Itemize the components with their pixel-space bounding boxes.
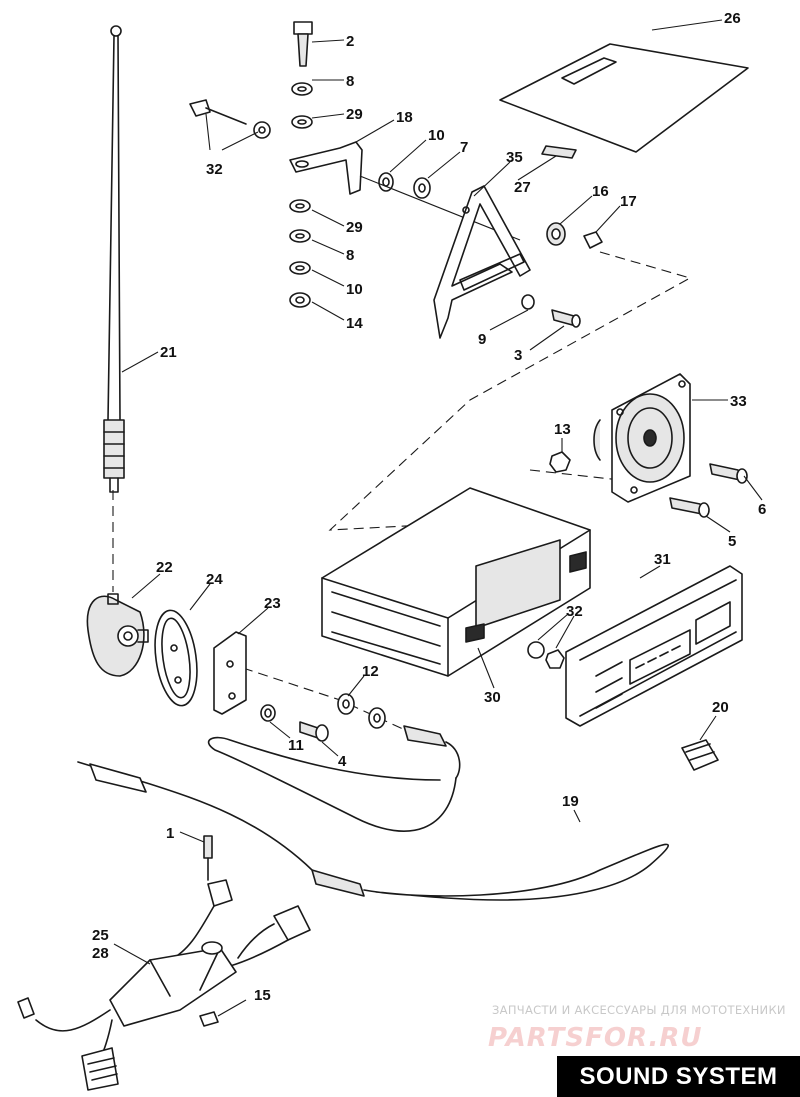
callout-21: 21 xyxy=(160,344,177,361)
watermark-logo: PARTSFOR.RU xyxy=(488,1023,702,1053)
callout-32: 32 xyxy=(206,161,223,178)
callout-17: 17 xyxy=(620,193,637,210)
face-plate xyxy=(565,565,743,727)
callout-8: 8 xyxy=(346,73,354,90)
callout-32: 32 xyxy=(566,603,583,620)
callout-29: 29 xyxy=(346,106,363,123)
callout-8: 8 xyxy=(346,247,354,264)
watermark: ЗАПЧАСТИ И АКСЕССУАРЫ ДЛЯ МОТОТЕХНИКИ PA… xyxy=(488,1003,786,1053)
callout-15: 15 xyxy=(254,987,271,1004)
callout-28: 28 xyxy=(92,945,109,962)
callout-9: 9 xyxy=(478,331,486,348)
callout-27: 27 xyxy=(514,179,531,196)
antenna-cable xyxy=(77,725,670,901)
bracket-washers xyxy=(359,172,521,241)
callout-19: 19 xyxy=(562,793,579,810)
callout-1: 1 xyxy=(166,825,174,842)
callout-33: 33 xyxy=(730,393,747,410)
speaker-fasteners xyxy=(549,451,748,518)
antenna-mast xyxy=(103,25,125,493)
section-title: SOUND SYSTEM xyxy=(557,1056,800,1097)
cover-plate xyxy=(499,43,749,159)
callout-4: 4 xyxy=(338,753,347,770)
bracket-bolt-assembly xyxy=(189,21,363,195)
callout-22: 22 xyxy=(156,559,173,576)
callout-23: 23 xyxy=(264,595,281,612)
grommet-spacer xyxy=(546,222,603,249)
section-title-text: SOUND SYSTEM xyxy=(579,1062,778,1090)
callout-35: 35 xyxy=(506,149,523,166)
mounting-bracket xyxy=(433,185,581,339)
callout-30: 30 xyxy=(484,689,501,706)
wiring-harness xyxy=(17,835,311,1091)
speaker xyxy=(593,373,691,503)
callout-20: 20 xyxy=(712,699,729,716)
callout-12: 12 xyxy=(362,663,379,680)
leader-lines xyxy=(113,19,763,1017)
callout-10: 10 xyxy=(346,281,363,298)
callout-labels: 2 8 29 32 18 10 7 35 26 27 16 17 29 8 10… xyxy=(92,10,766,1004)
washer-stack xyxy=(289,199,311,308)
callout-6: 6 xyxy=(758,501,766,518)
antenna-fasteners xyxy=(260,693,386,742)
antenna-base xyxy=(86,593,149,677)
callout-29: 29 xyxy=(346,219,363,236)
mounting-plate xyxy=(213,631,247,715)
callout-10: 10 xyxy=(428,127,445,144)
connector xyxy=(681,739,719,771)
callout-5: 5 xyxy=(728,533,736,550)
callout-14: 14 xyxy=(346,315,363,332)
callout-2: 2 xyxy=(346,33,354,50)
callout-24: 24 xyxy=(206,571,223,588)
callout-16: 16 xyxy=(592,183,609,200)
gasket xyxy=(154,609,198,707)
callout-31: 31 xyxy=(654,551,671,568)
callout-11: 11 xyxy=(288,737,304,754)
callout-7: 7 xyxy=(460,139,468,156)
radio-unit xyxy=(321,487,591,677)
callout-25: 25 xyxy=(92,927,109,944)
radio-side-fasteners xyxy=(527,641,565,669)
watermark-text: ЗАПЧАСТИ И АКСЕССУАРЫ ДЛЯ МОТОТЕХНИКИ xyxy=(492,1003,786,1017)
callout-13: 13 xyxy=(554,421,571,438)
callout-3: 3 xyxy=(514,347,522,364)
callout-26: 26 xyxy=(724,10,741,27)
callout-18: 18 xyxy=(396,109,413,126)
